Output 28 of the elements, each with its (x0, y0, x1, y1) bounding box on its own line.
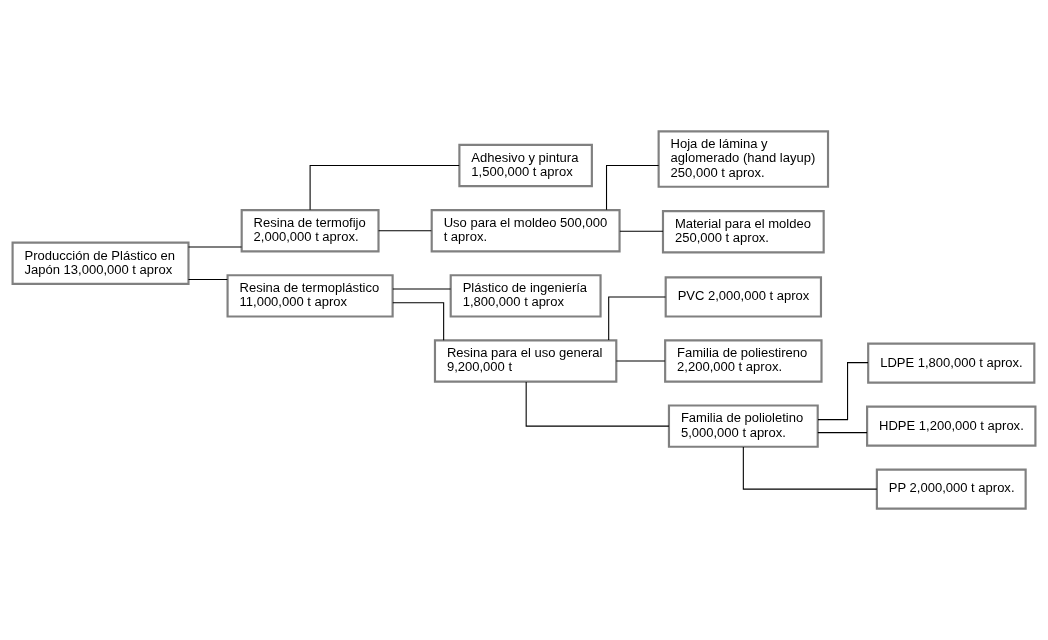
node-box: LDPE 1,800,000 t aprox. (867, 342, 1036, 384)
connector (605, 165, 660, 211)
node-box: Uso para el moldeo 500,000 t aprox. (430, 208, 621, 253)
connector (309, 165, 460, 211)
node-box: HDPE 1,200,000 t aprox. (866, 405, 1037, 447)
connector (817, 432, 868, 434)
connector (742, 446, 878, 490)
node-box: Plástico de ingeniería 1,800,000 t aprox (449, 274, 602, 318)
node-box: Producción de Plástico en Japón 13,000,000 t aprox (11, 241, 190, 285)
connector (187, 279, 228, 281)
node-box: Material para el moldeo 250,000 t aprox. (661, 210, 825, 254)
connector (619, 230, 664, 232)
node-box: PP 2,000,000 t aprox. (875, 468, 1027, 510)
node-box: Familia de poliestireno 2,200,000 t aprox. (664, 339, 823, 383)
node-box: Familia de polioletino 5,000,000 t aprox. (667, 404, 819, 448)
node-box: Resina de termoplástico 11,000,000 t aprox (226, 274, 394, 318)
connector (525, 381, 670, 427)
node-box: Adhesivo y pintura 1,500,000 t aprox (458, 143, 593, 188)
connector (378, 230, 432, 232)
connector (615, 360, 666, 362)
connector (817, 362, 869, 421)
node-box: Resina para el uso general 9,200,000 t (433, 339, 618, 383)
node-box: Resina de termofijo 2,000,000 t aprox. (240, 208, 380, 253)
node-box: Hoja de lámina y aglomerado (hand layup) 250,000 t aprox. (657, 130, 830, 188)
connector (392, 288, 452, 290)
node-box: PVC 2,000,000 t aprox (664, 276, 823, 318)
connector (392, 302, 445, 341)
connector (608, 296, 666, 341)
